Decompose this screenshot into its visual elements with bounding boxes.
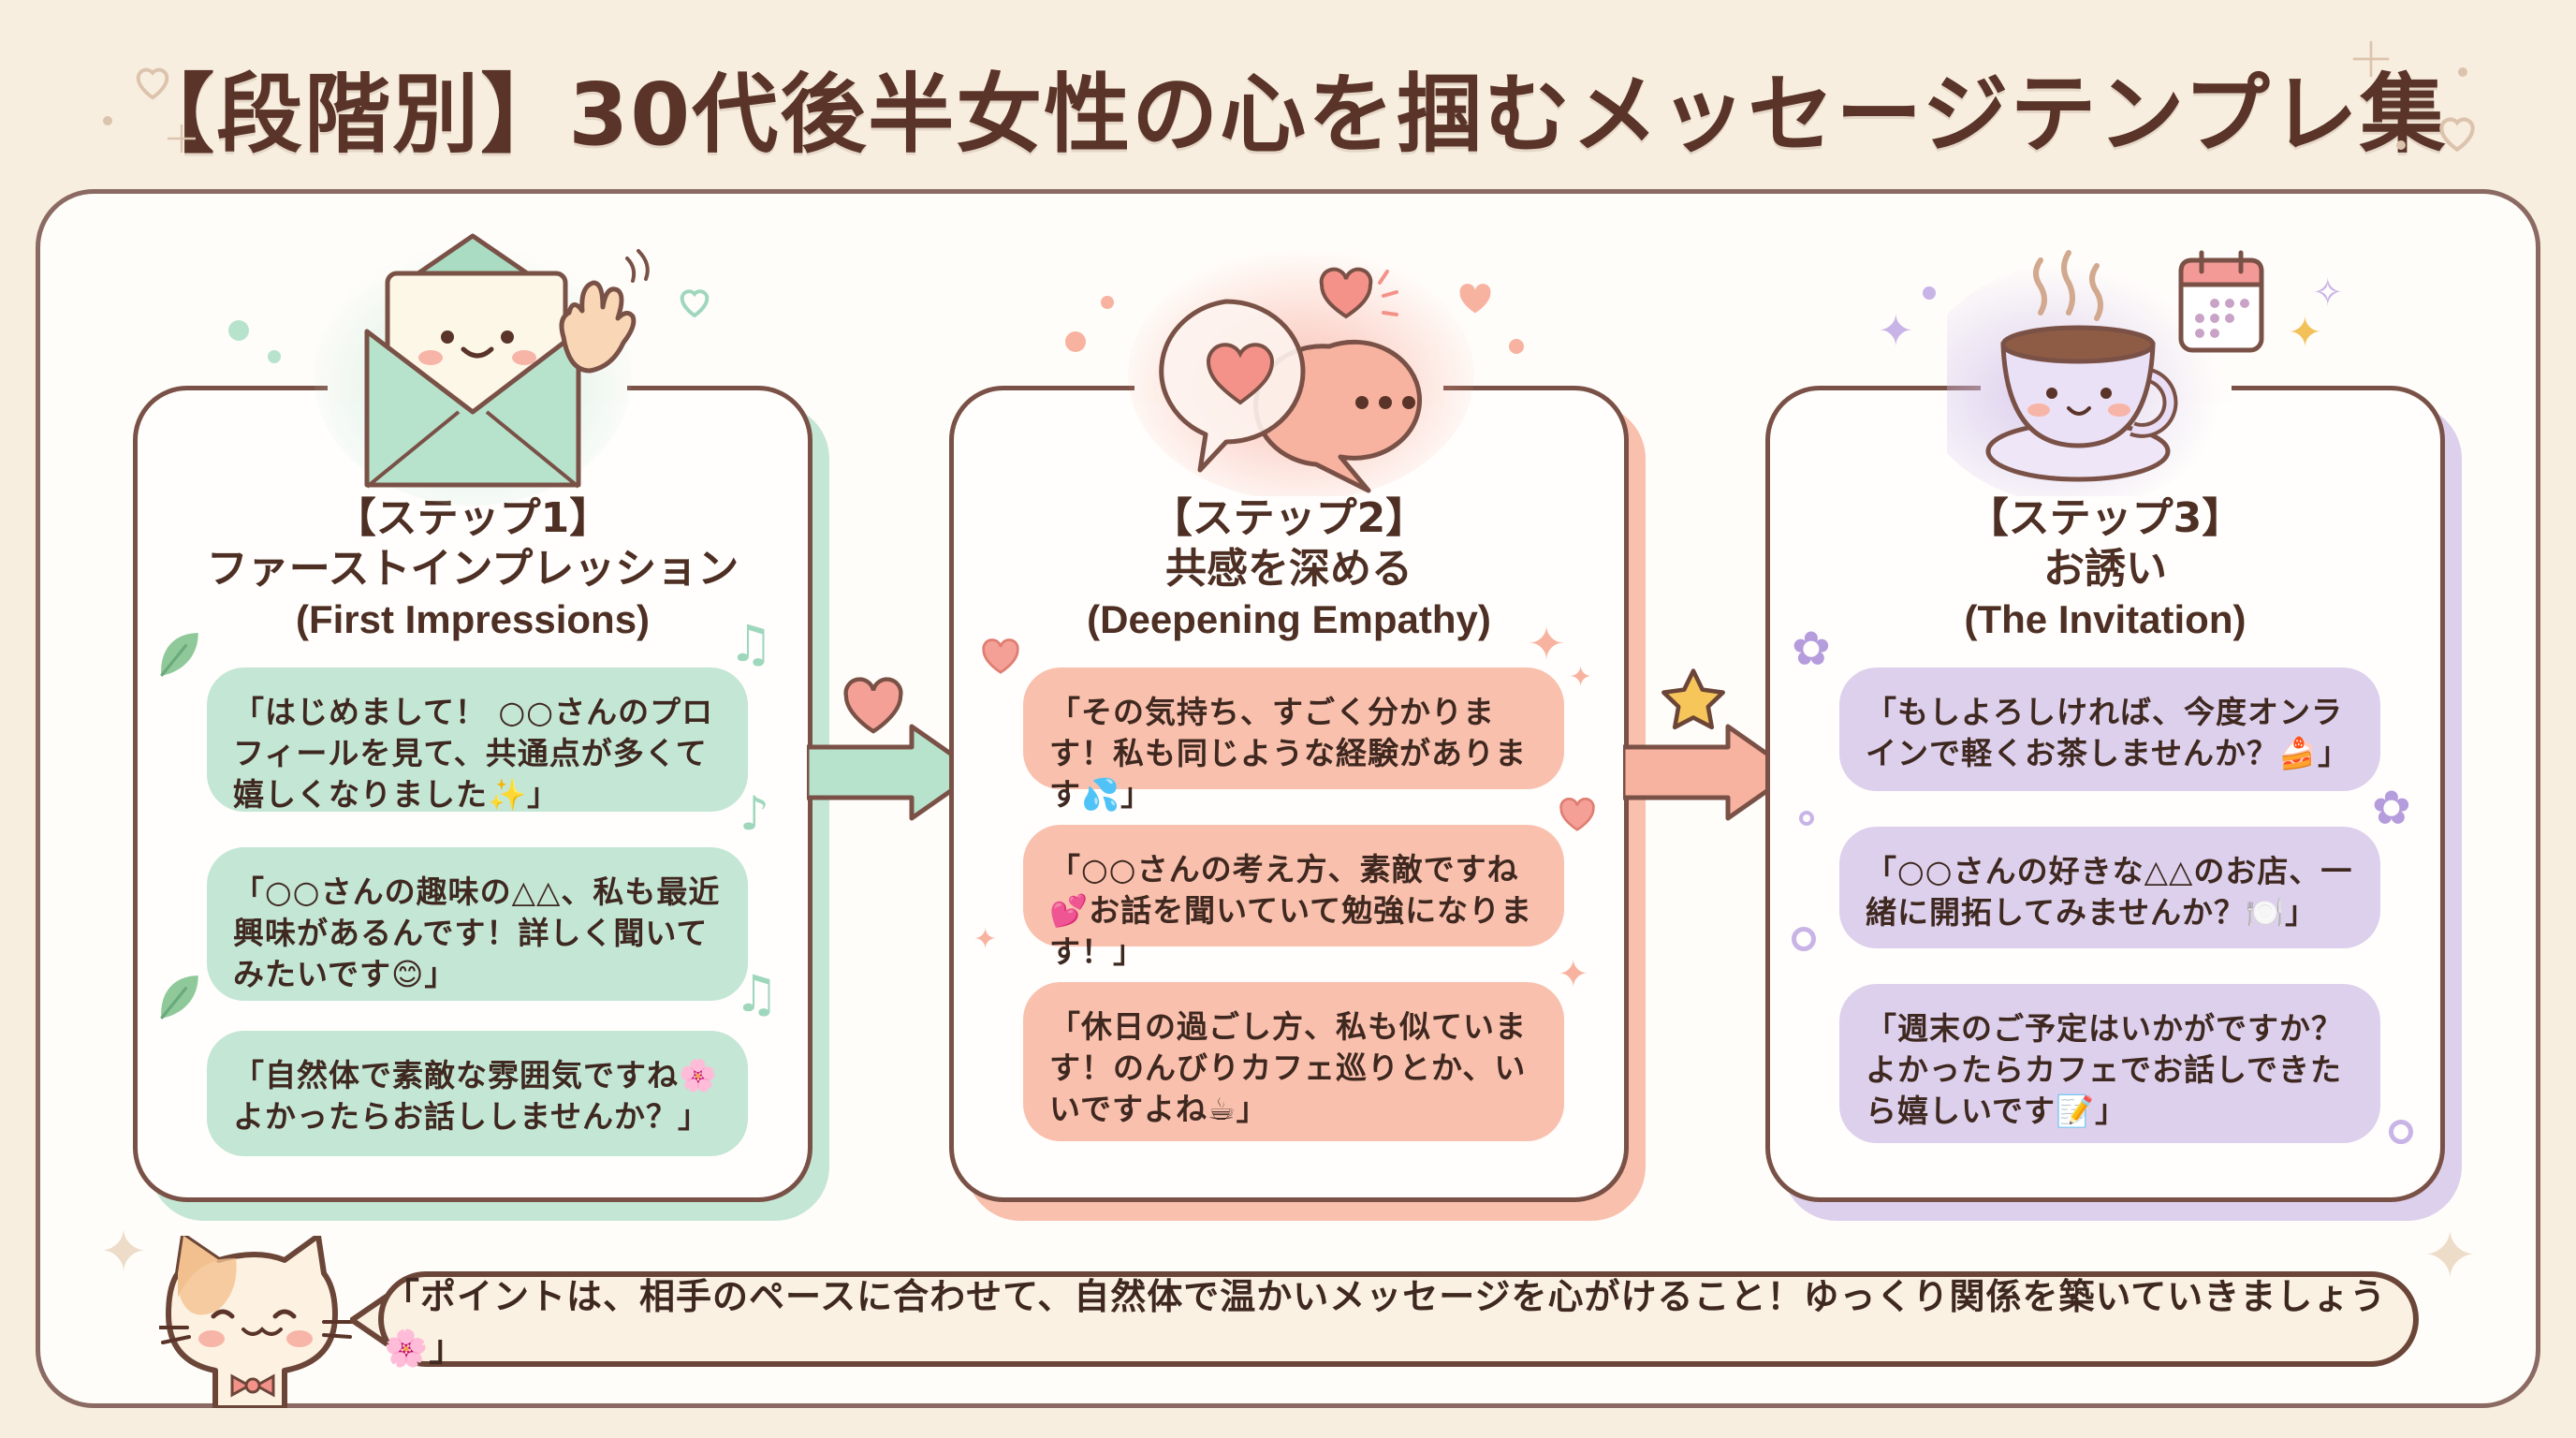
message-template[interactable]: 「○○さんの考え方、素敵ですね💕お話を聞いていて勉強になります！」 — [1023, 825, 1564, 970]
dot-decoration — [228, 320, 249, 341]
step-title-en: (Deepening Empathy) — [1087, 597, 1491, 641]
message-template[interactable]: 「自然体で素敵な雰囲気ですね🌸よかったらお話ししませんか？」 — [207, 1031, 748, 1156]
sparkle-icon: ✦ — [973, 923, 998, 956]
step-label: 【ステップ3】 — [1967, 494, 2244, 542]
dot-decoration — [103, 116, 112, 125]
step-title-ja: 共感を深める — [1165, 545, 1412, 593]
heart-outline-icon — [680, 289, 710, 318]
circle-outline-decoration — [1792, 927, 1816, 951]
smiling-envelope-waving-hand-icon — [314, 233, 650, 506]
leaf-icon — [160, 976, 198, 1020]
sparkle-icon — [168, 125, 196, 153]
message-template[interactable]: 「週末のご予定はいかがですか？よかったらカフェでお話しできたら嬉しいです📝」 — [1839, 984, 2380, 1143]
heart-icon — [1459, 284, 1491, 314]
message-template[interactable]: 「○○さんの趣味の△△、私も最近興味があるんです！詳しく聞いてみたいです😊」 — [207, 847, 748, 1001]
star-icon — [1661, 668, 1725, 730]
heart-speech-bubbles-icon — [1128, 248, 1474, 496]
page-title: 【段階別】30代後半女性の心を掴むメッセージテンプレ集 — [128, 65, 2448, 165]
step-title-en: (First Impressions) — [295, 597, 651, 641]
arrow-right-icon — [1623, 724, 1796, 821]
flower-icon: ✿ — [2372, 781, 2411, 835]
tip-callout: 「ポイントは、相手のペースに合わせて、自然体で温かいメッセージを心がけること！ゆ… — [378, 1271, 2419, 1369]
step-title-ja: ファーストインプレッション — [206, 545, 739, 593]
circle-outline-decoration — [1799, 811, 1814, 826]
step-card-3: 【ステップ3】 お誘い (The Invitation) 「もしよろしければ、今… — [1765, 386, 2445, 1202]
sparkle-icon: ✦ — [99, 1217, 148, 1285]
music-note-icon: ♫ — [728, 614, 774, 673]
tip-text: 「ポイントは、相手のペースに合わせて、自然体で温かいメッセージを心がけること！ゆ… — [384, 1276, 2387, 1369]
heart-icon — [1559, 798, 1595, 831]
heart-outline-icon — [136, 67, 169, 100]
sparkle-icon: ✦ — [1878, 305, 1914, 356]
message-template[interactable]: 「○○さんの好きな△△のお店、一緒に開拓してみませんか？🍽️」 — [1839, 827, 2380, 948]
sparkle-icon: ✧ — [2312, 271, 2344, 315]
step-card-1: 【ステップ1】 ファーストインプレッション (First Impressions… — [133, 386, 812, 1202]
sparkle-icon: ✦ — [1569, 661, 1593, 694]
step-title-ja: お誘い — [2043, 545, 2167, 593]
music-note-icon: ♫ — [734, 964, 780, 1023]
dot-decoration — [2458, 67, 2467, 77]
dot-decoration — [268, 350, 281, 363]
arrow-right-icon — [807, 724, 980, 821]
music-note-icon: ♪ — [739, 786, 769, 841]
sparkle-icon: ✦ — [2288, 309, 2322, 357]
dot-decoration — [1065, 331, 1086, 352]
dot-decoration — [1509, 339, 1524, 354]
sparkle-icon: ✦ — [2422, 1217, 2478, 1294]
leaf-icon — [160, 633, 198, 677]
message-template[interactable]: 「はじめまして！ ○○さんのプロフィールを見て、共通点が多くて嬉しくなりました✨… — [207, 668, 748, 813]
flower-icon: ✿ — [1792, 622, 1831, 676]
message-template[interactable]: 「もしよろしければ、今度オンラインで軽くお茶しませんか？🍰」 — [1839, 668, 2380, 791]
circle-outline-decoration — [2389, 1120, 2413, 1144]
message-template[interactable]: 「休日の過ごし方、私も似ています！のんびりカフェ巡りとか、いいですよね☕」 — [1023, 982, 1564, 1141]
message-template[interactable]: 「その気持ち、すごく分かります！私も同じような経験があります💦」 — [1023, 668, 1564, 813]
step-card-2: 【ステップ2】 共感を深める (Deepening Empathy) 「その気持… — [949, 386, 1629, 1202]
sparkle-icon — [2352, 40, 2390, 78]
waving-calico-cat-icon — [159, 1236, 354, 1408]
dot-decoration — [1923, 286, 1936, 300]
heart-outline-icon — [2439, 117, 2475, 153]
dot-decoration — [1101, 296, 1114, 309]
heart-icon — [982, 638, 1019, 674]
step-label: 【ステップ2】 — [1150, 494, 1427, 542]
sparkle-icon: ✦ — [1528, 618, 1566, 670]
dot-decoration — [2396, 140, 2406, 150]
sparkle-icon: ✦ — [1558, 953, 1589, 996]
smiling-coffee-cup-calendar-icon — [1947, 250, 2264, 496]
heart-icon — [843, 677, 903, 734]
step-title-en: (The Invitation) — [1964, 597, 2247, 641]
